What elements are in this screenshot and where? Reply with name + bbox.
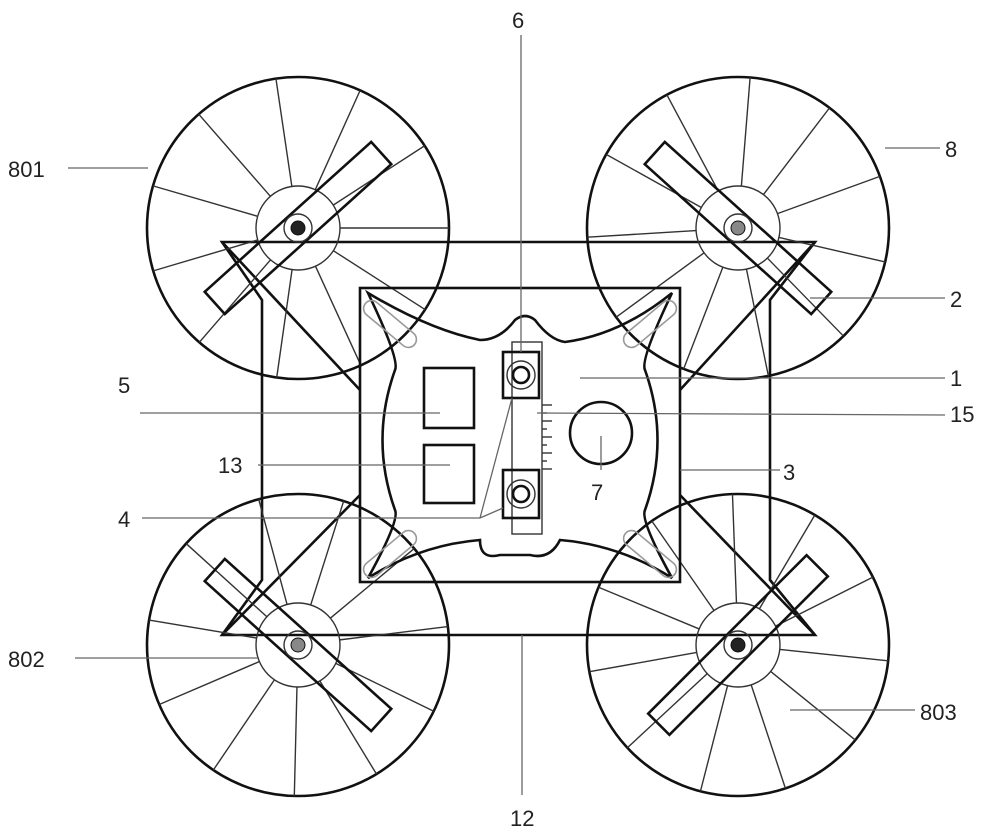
guard-spoke <box>750 684 787 789</box>
guard-spoke <box>605 153 702 209</box>
hub-cap <box>723 213 753 243</box>
rotor-guard-ring <box>585 75 891 381</box>
guard-spoke <box>598 586 700 630</box>
rotor-8 <box>585 75 891 381</box>
module-13 <box>422 443 476 505</box>
rotors <box>145 75 891 798</box>
label-801: 801 <box>8 157 45 182</box>
hub-cap <box>723 630 753 660</box>
hub-cap <box>283 630 313 660</box>
guard-spoke <box>740 77 751 187</box>
motor-shaft <box>730 637 746 653</box>
rotor-guard-ring <box>145 492 451 798</box>
scale-rail <box>511 341 552 535</box>
guard-spoke <box>198 113 271 197</box>
rotor-803 <box>585 492 891 798</box>
guard-spoke <box>682 266 724 370</box>
guard-spoke <box>319 680 378 775</box>
propeller-blade <box>202 557 394 733</box>
label-8: 8 <box>945 137 957 162</box>
label-1: 1 <box>950 366 962 391</box>
motor-hub <box>695 602 781 688</box>
guard-spoke <box>257 499 288 605</box>
guard-spoke <box>339 625 448 641</box>
label-12: 12 <box>510 806 534 831</box>
housing-square <box>358 286 682 584</box>
guard-spoke <box>770 670 856 741</box>
leader-lines <box>68 35 946 795</box>
guard-spoke <box>766 257 844 337</box>
motor-shaft <box>730 220 746 236</box>
label-5: 5 <box>118 373 130 398</box>
guard-spoke <box>587 229 697 238</box>
guard-spoke <box>314 90 361 191</box>
guard-spoke <box>775 576 874 627</box>
guard-spoke <box>276 269 293 378</box>
camera-top <box>501 350 541 400</box>
propeller-blade <box>202 140 394 316</box>
guard-spoke <box>699 685 729 792</box>
motor-hub <box>255 185 341 271</box>
guard-spoke <box>293 686 298 796</box>
guard-spoke <box>198 259 272 343</box>
rotor-guard-ring <box>585 492 891 798</box>
guard-spoke <box>777 175 881 215</box>
rotor-802 <box>145 492 451 798</box>
guard-spoke <box>615 252 705 318</box>
motor-shaft <box>290 220 306 236</box>
module-5 <box>422 366 476 430</box>
hub-cap <box>283 213 313 243</box>
body-plate <box>364 289 674 580</box>
guard-spoke <box>332 250 426 311</box>
guard-spoke <box>666 94 719 192</box>
propeller-blade <box>646 553 830 737</box>
guard-spoke <box>153 239 258 272</box>
motor-shaft <box>290 637 306 653</box>
guard-spoke <box>152 185 258 217</box>
guard-spoke <box>779 648 889 662</box>
label-15: 15 <box>950 402 974 427</box>
propeller-blade <box>642 140 834 316</box>
guard-spoke <box>589 651 697 673</box>
guard-spoke <box>335 662 435 712</box>
guard-spoke <box>762 107 831 196</box>
guard-spoke <box>626 673 708 749</box>
guard-spoke <box>745 269 770 377</box>
label-2: 2 <box>950 287 962 312</box>
mount-slots <box>362 299 678 579</box>
guard-spoke <box>158 660 260 706</box>
guard-spoke <box>314 265 362 366</box>
label-802: 802 <box>8 647 45 672</box>
label-7: 7 <box>591 480 603 505</box>
rotor-801 <box>145 75 451 381</box>
label-3: 3 <box>783 460 795 485</box>
guard-spoke <box>651 520 715 611</box>
label-803: 803 <box>920 700 957 725</box>
label-13: 13 <box>218 453 242 478</box>
guard-spoke <box>778 236 886 263</box>
guard-spoke <box>310 500 345 606</box>
camera-bottom <box>501 468 541 520</box>
lower-frame <box>219 240 818 637</box>
label-6: 6 <box>512 8 524 33</box>
guard-spoke <box>731 494 738 604</box>
motor-hub <box>695 185 781 271</box>
guard-spoke <box>185 543 268 618</box>
label-4: 4 <box>118 507 130 532</box>
guard-spoke <box>148 619 257 639</box>
guard-spoke <box>275 78 293 187</box>
motor-hub <box>255 602 341 688</box>
guard-spoke <box>212 679 276 771</box>
